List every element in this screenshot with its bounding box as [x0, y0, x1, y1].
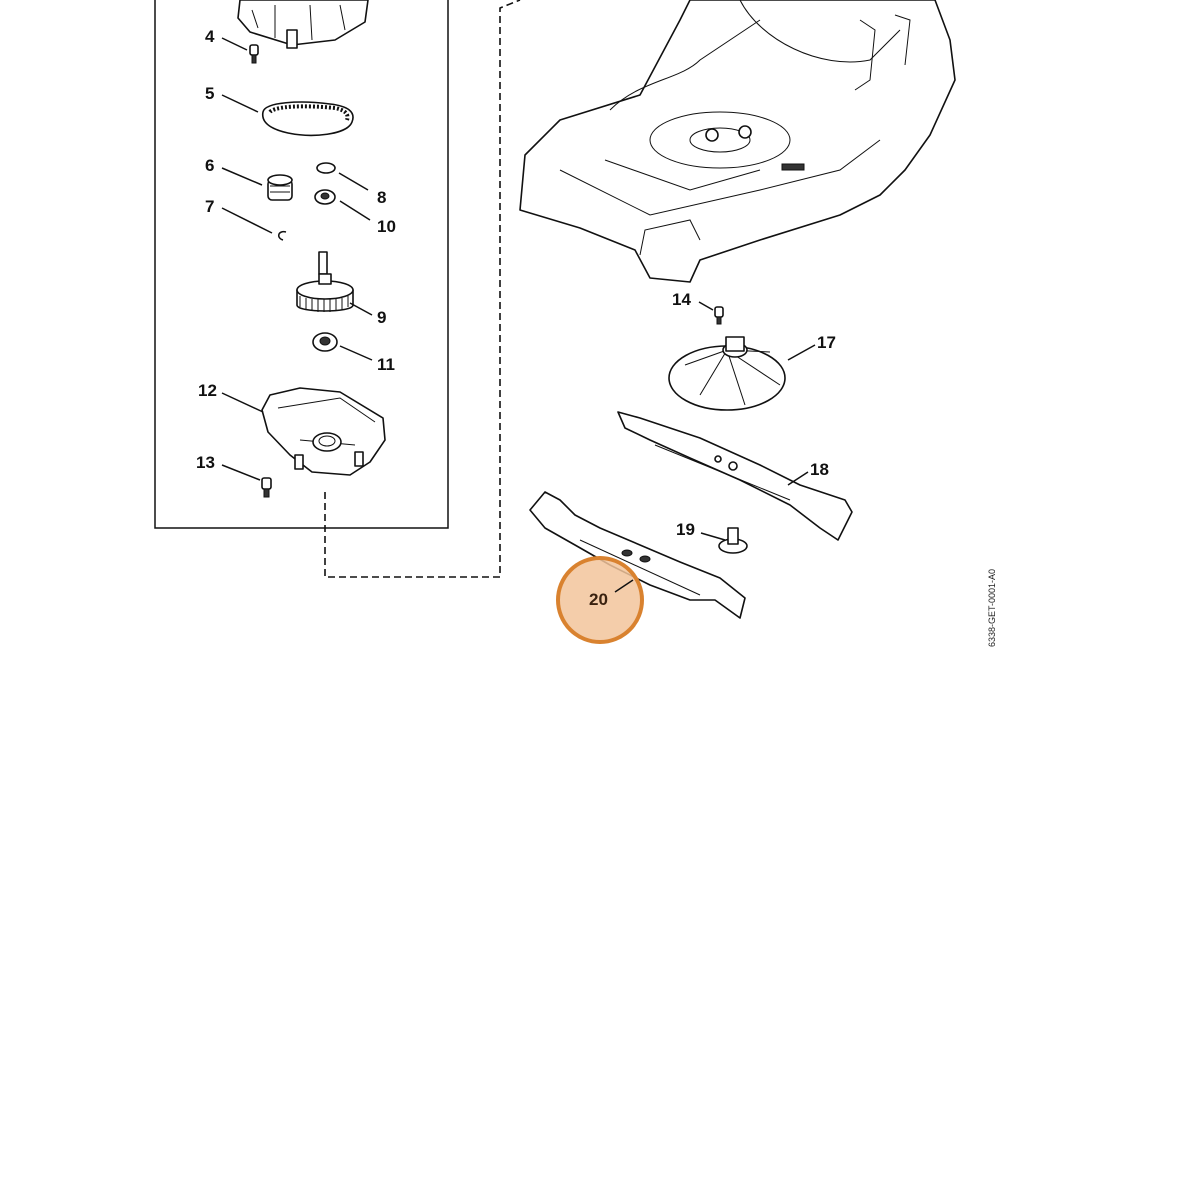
callout-14: 14 [672, 290, 691, 309]
screw-part-13 [261, 477, 272, 498]
callout-9: 9 [377, 308, 386, 327]
callout-10: 10 [377, 217, 396, 236]
callout-11: 11 [377, 355, 395, 374]
bearing-part-10 [314, 189, 336, 205]
drive-housing-part [237, 0, 369, 49]
toothed-belt-part-5 [261, 101, 354, 137]
callout-12: 12 [198, 381, 217, 400]
callout-4: 4 [205, 27, 215, 46]
callout-leader-20 [614, 579, 634, 593]
callout-6: 6 [205, 156, 214, 175]
highlight-marker-20[interactable]: 20 [556, 556, 644, 644]
screw-part-4 [249, 44, 259, 64]
blade-bolt-part-19 [718, 527, 748, 554]
callout-7: 7 [205, 197, 214, 216]
document-id: 6338-GET-0001-A0 [987, 569, 997, 647]
washer-part-8 [316, 162, 336, 174]
gearbox-inset-frame [154, 0, 449, 529]
callout-17: 17 [817, 333, 836, 352]
mower-deck-housing [519, 0, 956, 283]
pinion-part-6 [267, 174, 293, 201]
dashed-connector [324, 0, 521, 578]
gear-shaft-part-9 [296, 251, 354, 312]
bearing-part-11 [312, 332, 338, 352]
callout-13: 13 [196, 453, 215, 472]
callout-8: 8 [377, 188, 386, 207]
callout-20: 20 [589, 590, 608, 609]
blade-part-18 [617, 411, 853, 541]
callout-18: 18 [810, 460, 829, 479]
callout-leaders [221, 37, 816, 541]
fan-part-17 [668, 336, 786, 411]
gearbox-base-part-12 [261, 387, 386, 476]
screw-part-14 [714, 306, 724, 325]
callout-19: 19 [676, 520, 695, 539]
callout-5: 5 [205, 84, 214, 103]
highlight-circle [556, 556, 644, 644]
circlip-part-7 [278, 230, 287, 241]
